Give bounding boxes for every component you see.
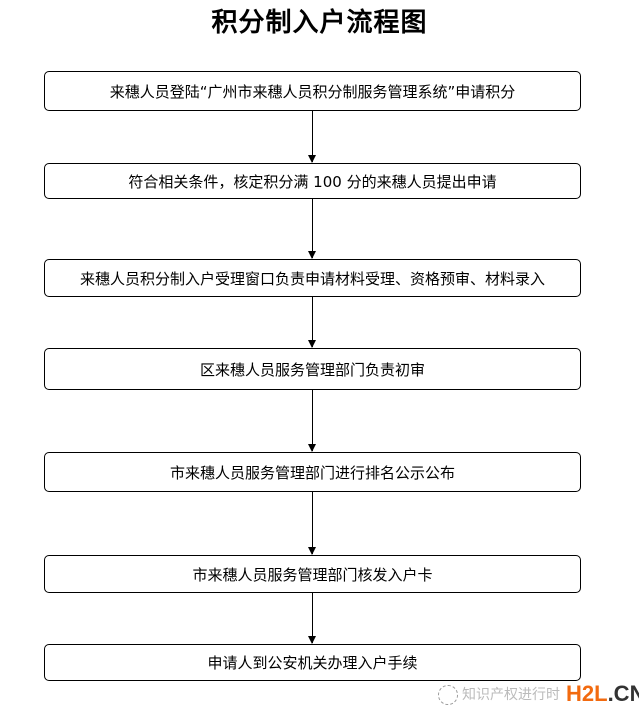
logo-suffix: .CN	[607, 681, 639, 706]
arrow-5	[308, 492, 316, 555]
arrow-1	[308, 111, 316, 163]
logo-main: H2L	[566, 681, 608, 706]
arrow-3	[308, 297, 316, 348]
arrow-4	[308, 390, 316, 452]
arrow-2	[308, 199, 316, 259]
step-3-box: 来穗人员积分制入户受理窗口负责申请材料受理、资格预审、材料录入	[44, 259, 581, 297]
step-4-box: 区来穗人员服务管理部门负责初审	[44, 348, 581, 390]
step-7-box: 申请人到公安机关办理入户手续	[44, 644, 581, 681]
watermark-text: 知识产权进行时	[462, 687, 560, 703]
step-5-box: 市来穗人员服务管理部门进行排名公示公布	[44, 452, 581, 492]
wechat-icon	[438, 685, 458, 705]
arrow-6	[308, 593, 316, 644]
watermark: 知识产权进行时	[438, 685, 560, 705]
step-6-box: 市来穗人员服务管理部门核发入户卡	[44, 555, 581, 593]
step-2-box: 符合相关条件，核定积分满 100 分的来穗人员提出申请	[44, 163, 581, 199]
h2l-logo: H2L.CN	[566, 682, 639, 706]
diagram-title: 积分制入户流程图	[211, 8, 428, 38]
step-1-box: 来穗人员登陆“广州市来穗人员积分制服务管理系统”申请积分	[44, 71, 581, 111]
